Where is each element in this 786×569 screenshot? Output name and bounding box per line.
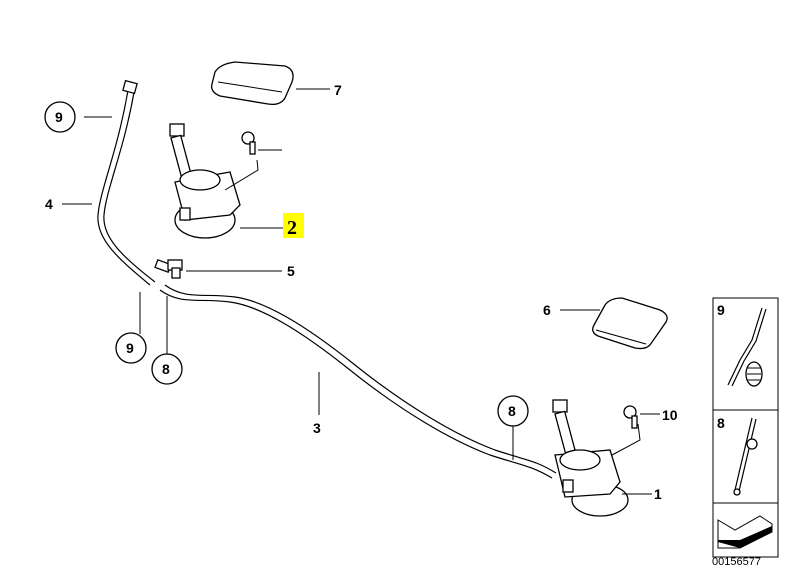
svg-text:8: 8 xyxy=(508,403,516,419)
callout-10: 10 xyxy=(662,407,678,423)
callout-3: 3 xyxy=(313,420,321,436)
circle-callout-9-bottom: 9 xyxy=(115,332,147,364)
cover-cap-6 xyxy=(592,297,668,350)
callout-5: 5 xyxy=(287,263,295,279)
leader-lines xyxy=(62,88,660,495)
cover-cap-7 xyxy=(211,61,294,106)
callout-2-highlight[interactable]: 2 xyxy=(283,213,304,239)
hose-clip-icon xyxy=(727,307,767,387)
callout-1: 1 xyxy=(654,486,662,502)
svg-text:8: 8 xyxy=(162,361,170,377)
drawing-number: 00156577 xyxy=(712,556,761,568)
screw-10 xyxy=(623,405,638,429)
legend-item-8-label: 8 xyxy=(717,415,725,431)
callout-6: 6 xyxy=(543,302,551,318)
nozzle-1 xyxy=(552,399,629,517)
arrow-icon xyxy=(717,515,773,549)
cable-tie-icon xyxy=(733,417,758,496)
hose-4 xyxy=(97,79,156,286)
circle-callout-9-top: 9 xyxy=(44,101,76,133)
svg-text:9: 9 xyxy=(55,109,63,125)
hose-3 xyxy=(159,284,557,479)
legend-panel: 9 8 00156577 xyxy=(712,297,779,568)
circle-callout-8-right: 8 xyxy=(497,395,529,427)
t-connector-5 xyxy=(154,259,183,279)
screw-upper xyxy=(241,131,256,155)
svg-text:9: 9 xyxy=(126,340,134,356)
legend-item-9-label: 9 xyxy=(717,302,725,318)
circle-callout-8-left: 8 xyxy=(151,353,183,385)
nozzle-2 xyxy=(169,123,241,239)
callout-4: 4 xyxy=(45,196,53,212)
callout-7: 7 xyxy=(334,82,342,98)
callout-2[interactable]: 2 xyxy=(287,217,297,239)
